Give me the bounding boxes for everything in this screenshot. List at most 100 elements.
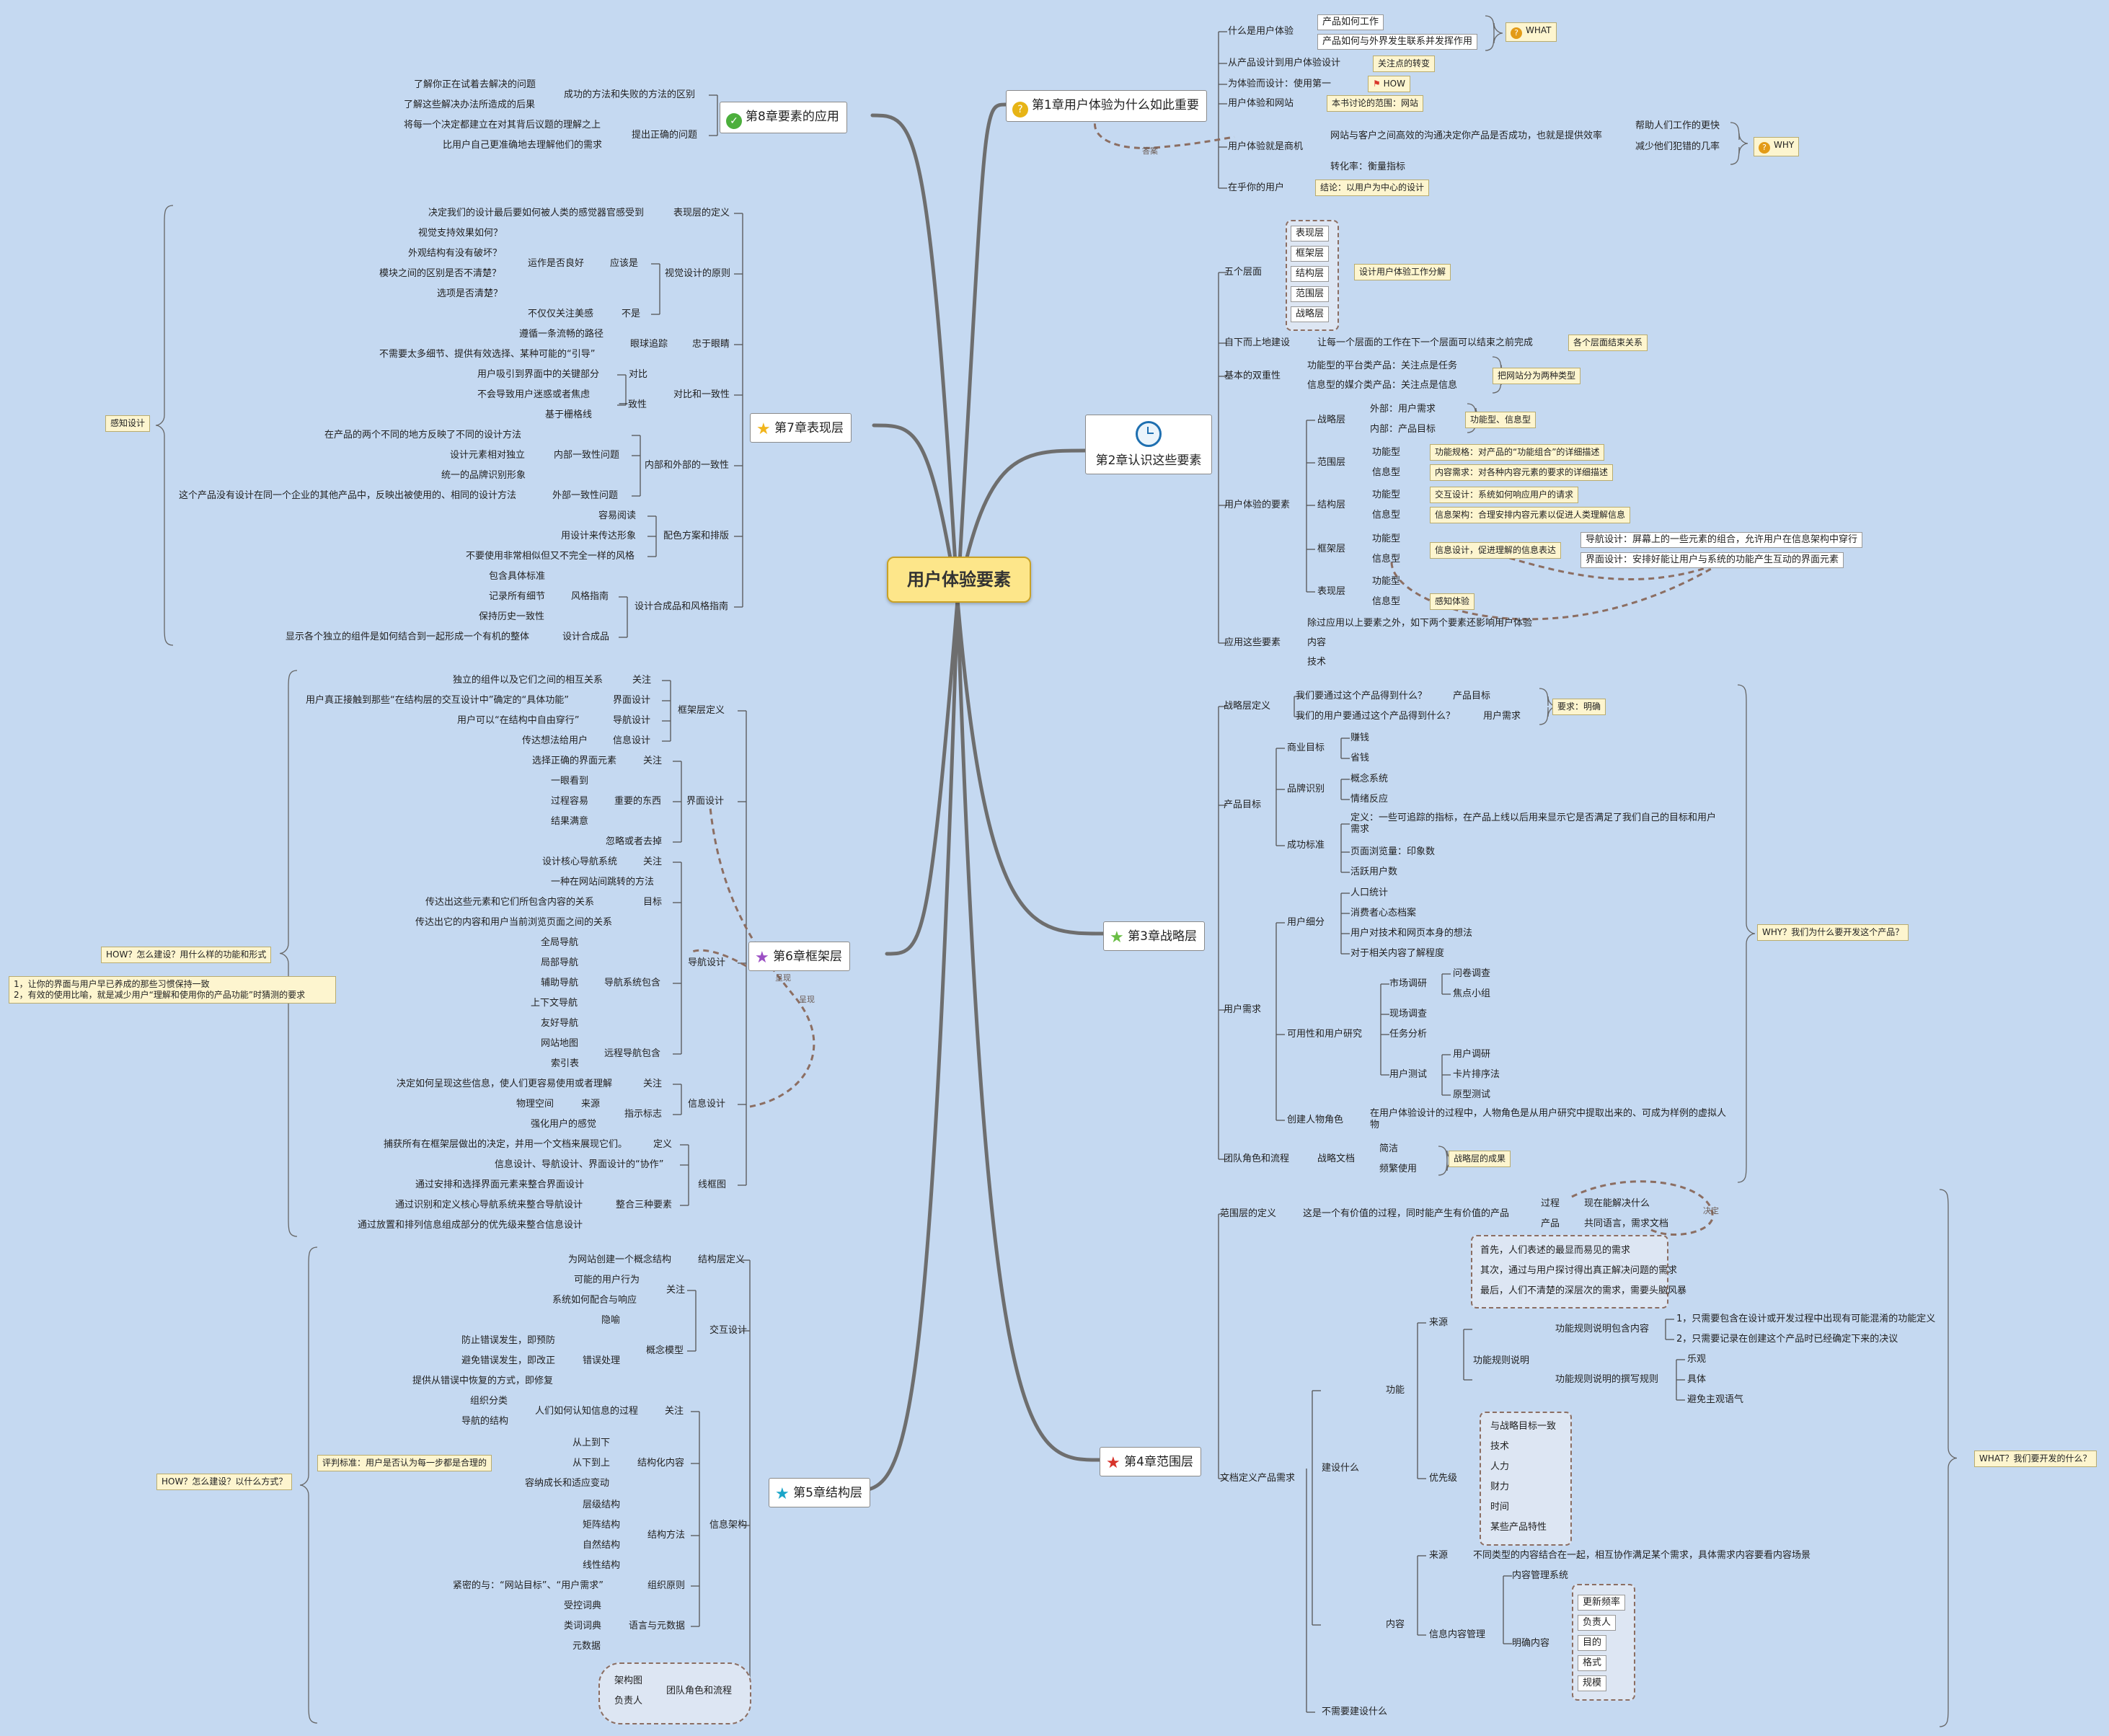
ch7-cmp-a[interactable]: 用户吸引到界面中的关键部分 [477,369,600,380]
ch5-m2[interactable]: 矩阵结构 [583,1520,621,1531]
ch2-layer-3[interactable]: 范围层 [1291,286,1330,302]
ch4-cms[interactable]: 信息内容管理 [1429,1629,1486,1640]
ch7-inner[interactable]: 内部一致性问题 [554,450,620,461]
ch1-design-tag[interactable]: ⚑ HOW [1368,76,1410,92]
ch3-needs[interactable]: 用户需求 [1224,1004,1262,1015]
ch6-ui2[interactable]: 界面设计 [686,796,725,807]
ch3-card[interactable]: 卡片排序法 [1453,1069,1500,1080]
ch3-concept[interactable]: 概念系统 [1350,774,1389,784]
ch2-st-fn-label[interactable]: 功能型 [1372,490,1401,500]
ch1-what-tag[interactable]: ?WHAT [1506,22,1557,42]
ch4-proc[interactable]: 过程 [1541,1198,1560,1209]
ch8-method[interactable]: 成功的方法和失败的方法的区别 [564,89,696,100]
ch7-not[interactable]: 不是 [622,309,641,319]
ch3-psy[interactable]: 消费者心态档案 [1350,908,1417,918]
ch3-def-a2[interactable]: 产品目标 [1453,691,1491,701]
ch5-err-a[interactable]: 防止错误发生，即预防 [461,1335,556,1346]
ch7-q2[interactable]: 外观结构有没有破坏？ [408,248,503,259]
ch1-what[interactable]: 什么是用户体验 [1228,26,1294,37]
ch7-visual[interactable]: 视觉设计的原则 [665,268,731,279]
ch2-apply-b[interactable]: 内容 [1307,637,1327,648]
ch3-def[interactable]: 战略层定义 [1224,701,1271,712]
ch7-def[interactable]: 表现层的定义 [673,208,730,218]
ch6-info[interactable]: 信息设计 [613,735,651,746]
ch5-ia-care-a[interactable]: 人们如何认知信息的过程 [535,1406,639,1417]
ch4-spec-inc2[interactable]: 2，只需要记录在创建这个产品时已经确定下来的决议 [1676,1334,1898,1345]
ch2-dual-b[interactable]: 信息型的媒介类产品：关注点是信息 [1307,380,1458,391]
ch6-r1[interactable]: 网站地图 [541,1038,579,1049]
ch5-l3[interactable]: 元数据 [572,1641,601,1652]
ch6-t2[interactable]: 传达出这些元素和它们所包含内容的关系 [425,897,595,908]
ch2-scope-fn[interactable]: 功能规格：对产品的“功能组合”的详细描述 [1430,444,1605,461]
ch2-apply[interactable]: 应用这些要素 [1224,637,1281,648]
ch7-track-a[interactable]: 遵循一条流畅的路径 [519,329,604,340]
ch6-ui2-care-a[interactable]: 选择正确的界面元素 [532,756,617,766]
ch3-team-note[interactable]: 战略层的成果 [1449,1151,1511,1167]
ch4-build[interactable]: 建设什么 [1322,1463,1360,1474]
ch5-m4[interactable]: 线性结构 [583,1560,621,1571]
ch4-spec-inc[interactable]: 功能规则说明包含内容 [1555,1324,1650,1334]
chapter-6-node[interactable]: ★ 第6章框架层 [748,942,850,971]
chapter-3-node[interactable]: ★ 第3章战略层 [1103,921,1205,951]
ch2-sk-fn-label[interactable]: 功能型 [1372,533,1401,544]
ch3-persona[interactable]: 创建人物角色 [1287,1115,1344,1125]
ch7-outer[interactable]: 外部一致性问题 [552,490,619,501]
ch3-team[interactable]: 团队角色和流程 [1224,1153,1290,1164]
ch5-care-b[interactable]: 系统如何配合与响应 [552,1295,637,1306]
ch2-structure[interactable]: 结构层 [1317,500,1346,510]
ch2-layer-0[interactable]: 表现层 [1291,226,1330,242]
ch6-info-a[interactable]: 传达想法给用户 [522,735,588,746]
ch3-earn[interactable]: 赚钱 [1350,732,1370,743]
ch3-persona-a[interactable]: 在用户体验设计的过程中，人物角色是从用户研究中提取出来的、可成为样例的虚拟人物 [1370,1108,1727,1130]
ch6-nav2-care-a[interactable]: 设计核心导航系统 [542,856,618,867]
ch7-color[interactable]: 配色方案和排版 [663,531,730,541]
ch7-c2[interactable]: 用设计来传达形象 [561,531,637,541]
ch7-c3[interactable]: 不要使用非常相似但又不完全一样的风格 [466,551,635,562]
ch3-biz[interactable]: 商业目标 [1287,743,1325,753]
ch6-sign[interactable]: 指示标志 [624,1109,663,1120]
ch4-src2[interactable]: 其次，通过与用户探讨得出真正解决问题的需求 [1480,1265,1678,1276]
ch4-proc-a[interactable]: 现在能解决什么 [1584,1198,1650,1209]
ch7-track-b[interactable]: 不需要太多细节、提供有效选择、某种可能的“引导” [379,349,596,360]
ch2-elements[interactable]: 用户体验的要素 [1224,500,1291,510]
ch7-cmp[interactable]: 对比 [629,369,648,380]
ch2-sk-note[interactable]: 信息设计，促进理解的信息表达 [1430,542,1562,559]
ch5-capacity[interactable]: 容纳成长和适应变动 [525,1478,610,1489]
ch2-dual[interactable]: 基本的双重性 [1224,371,1281,381]
ch3-field[interactable]: 现场调查 [1389,1009,1428,1019]
ch2-dual-a[interactable]: 功能型的平台类产品：关注点是任务 [1307,360,1458,371]
ch2-s-in[interactable]: 内部：产品目标 [1370,424,1436,435]
ch5-l1[interactable]: 受控词典 [564,1600,602,1611]
ch5-ixd[interactable]: 交互设计 [709,1325,748,1336]
ch7-consist-a[interactable]: 基于栅格线 [545,409,593,420]
ch3-focus[interactable]: 焦点小组 [1453,988,1491,999]
ch7-sense-note[interactable]: 感知设计 [105,415,151,432]
ch4-clear-3[interactable]: 格式 [1578,1655,1607,1671]
ch7-g2[interactable]: 记录所有细节 [489,591,546,602]
ch3-utest[interactable]: 用户调研 [1453,1049,1491,1060]
ch7-def-a[interactable]: 决定我们的设计最后要如何被人类的感觉器官感受到 [428,208,645,218]
ch6-ui-a[interactable]: 用户真正接触到那些“在结构层的交互设计中”确定的“具体功能” [306,695,569,706]
ch5-content[interactable]: 结构化内容 [637,1458,685,1469]
ch6-t1[interactable]: 一种在网站间跳转的方法 [551,877,655,887]
ch4-prod-a[interactable]: 共同语言，需求文档 [1584,1218,1669,1229]
ch6-target[interactable]: 目标 [643,897,663,908]
ch4-what-note[interactable]: WHAT？我们要开发的什么？ [1974,1451,2097,1467]
ch3-def-b[interactable]: 我们的用户要通过这个产品得到什么？ [1296,711,1456,722]
ch5-m3[interactable]: 自然结构 [583,1540,621,1551]
ch4-nobuild[interactable]: 不需要建设什么 [1322,1706,1388,1717]
ch5-ia-nav[interactable]: 导航的结构 [461,1416,509,1427]
ch1-what-a[interactable]: 产品如何工作 [1317,14,1384,30]
ch2-sk-nav[interactable]: 导航设计：屏幕上的一些元素的组合，允许用户在信息架构中穿行 [1580,532,1863,548]
ch6-how-detail[interactable]: 1，让你的界面与用户早已养成的那些习惯保持一致 2，有效的使用比喻，就是减少用户… [9,976,336,1004]
ch6-nav-a[interactable]: 用户可以“在结构中自由穿行” [457,715,580,726]
ch5-ia-care[interactable]: 关注 [665,1406,684,1417]
ch6-ignore[interactable]: 忽略或者去掉 [606,836,663,847]
ch4-docreq[interactable]: 文档定义产品需求 [1220,1473,1296,1484]
chapter-1-node[interactable]: ?第1章用户体验为什么如此重要 [1006,90,1207,122]
ch3-know[interactable]: 对于相关内容了解程度 [1350,948,1445,959]
ch4-src3[interactable]: 最后，人们不清楚的深层次的需求，需要头脑风暴 [1480,1285,1687,1296]
ch6-w1[interactable]: 信息设计、导航设计、界面设计的“协作” [495,1159,664,1170]
ch3-emotion[interactable]: 情绪反应 [1350,794,1389,805]
ch4-def-a[interactable]: 这是一个有价值的过程，同时能产生有价值的产品 [1303,1208,1510,1219]
